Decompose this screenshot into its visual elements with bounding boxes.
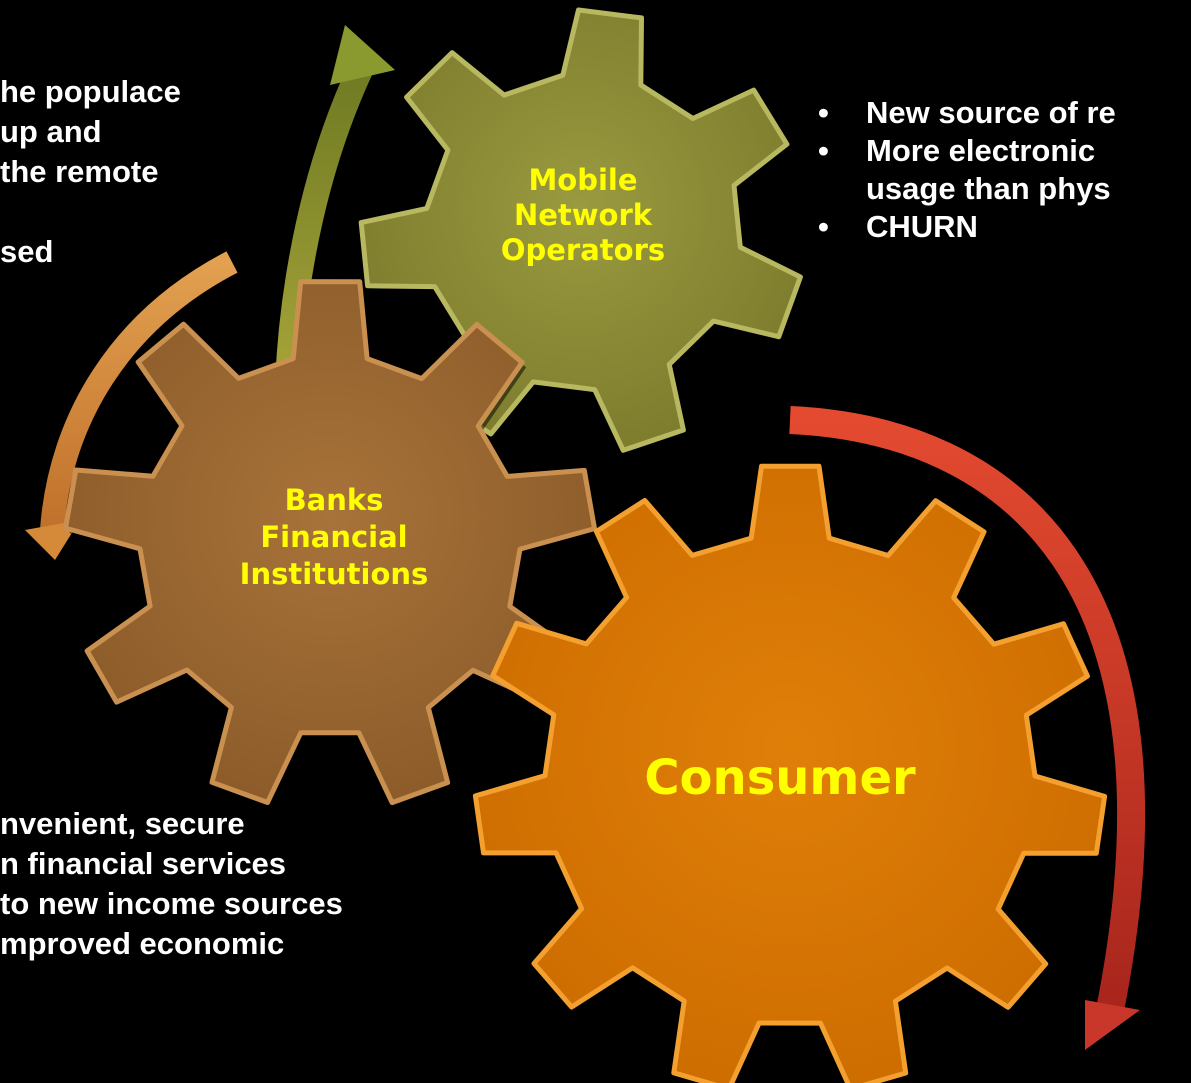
mno-label-line: Operators: [500, 233, 666, 267]
top-left-line: [0, 192, 181, 232]
top-left-line: the remote: [0, 154, 159, 189]
mno-label-line: Network: [513, 198, 653, 232]
bottom-left-line: mproved economic: [0, 926, 285, 961]
bullet-text: More electronic: [866, 133, 1096, 168]
banks-label-line: Institutions: [239, 557, 429, 591]
bottom-left-line: to new income sources: [0, 886, 343, 921]
bullet-item-continuation: usage than phys: [818, 170, 1111, 208]
consumer-label-line: Consumer: [644, 750, 916, 806]
mno-label-line: Mobile: [528, 163, 638, 197]
banks-label-line: Financial: [260, 520, 408, 554]
bullet-text: usage than phys: [866, 171, 1111, 206]
bullet-text: CHURN: [866, 209, 978, 244]
top-left-line: he populace: [0, 74, 181, 109]
banks-label-line: Banks: [284, 483, 384, 517]
banks-gear: [63, 279, 599, 808]
top-left-text: he populace up and the remote sed: [0, 72, 181, 272]
bullet-item: • More electronic: [818, 132, 1095, 170]
consumer-gear-label: Consumer: [620, 748, 940, 808]
top-left-line: sed: [0, 234, 54, 269]
bullet-dot: •: [818, 133, 829, 168]
gear-body: [472, 463, 1108, 1083]
top-left-line: up and: [0, 114, 102, 149]
bullet-text: New source of re: [866, 95, 1116, 130]
bottom-left-line: nvenient, secure: [0, 806, 245, 841]
bullet-item: • CHURN: [818, 208, 978, 246]
bottom-left-text: nvenient, secure n financial services to…: [0, 804, 343, 964]
bullet-dot: •: [818, 209, 829, 244]
banks-gear-label: Banks Financial Institutions: [222, 482, 446, 593]
mno-gear-label: Mobile Network Operators: [488, 163, 678, 268]
top-right-bullets: • New source of re • More electronic usa…: [818, 94, 1116, 246]
bullet-item: • New source of re: [818, 94, 1116, 132]
gear-body: [63, 279, 597, 806]
bottom-left-line: n financial services: [0, 846, 287, 881]
arrow-red-down: [789, 406, 1146, 1050]
bullet-dot: •: [818, 95, 829, 130]
consumer-gear: [472, 463, 1109, 1083]
